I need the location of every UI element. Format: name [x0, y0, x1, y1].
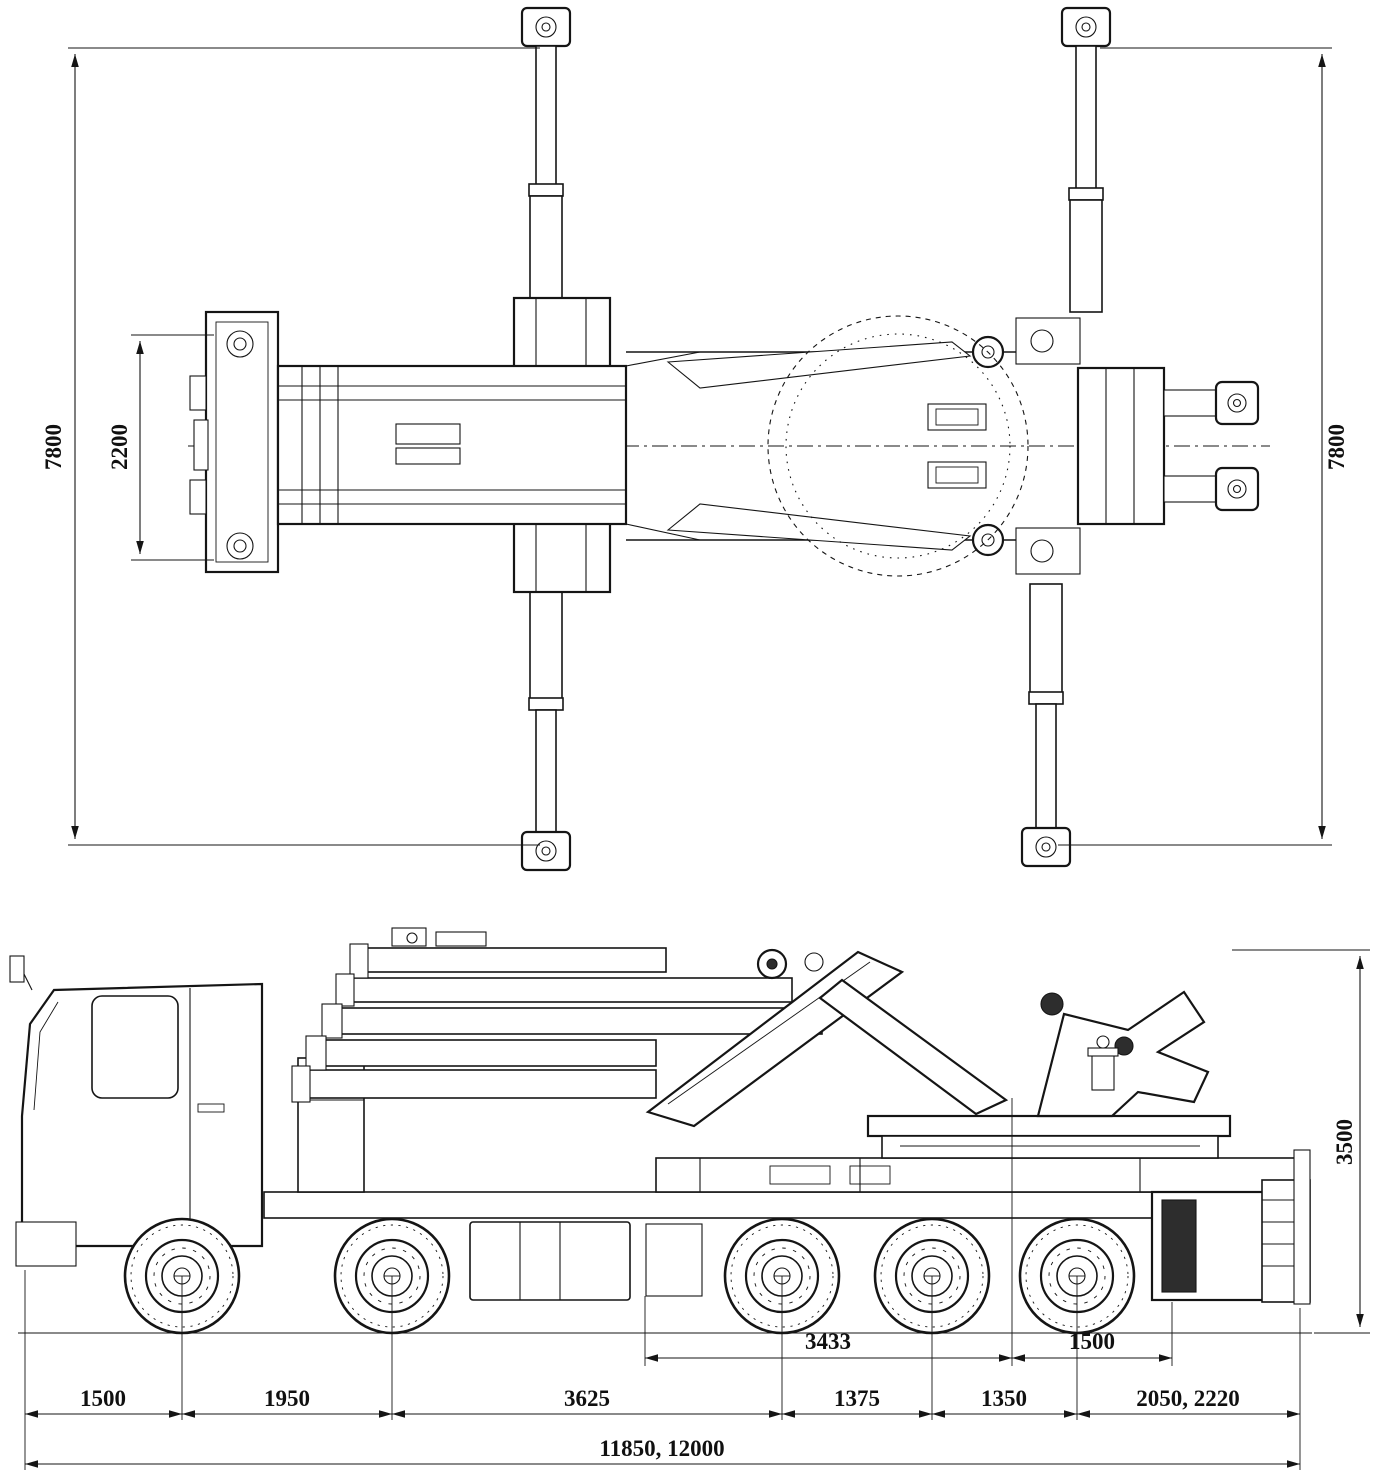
- side-dimensions: 3433 1500 1500 1950 3625 1375 1350 2050,…: [24, 949, 1370, 1470]
- outrigger-rear-right: [1020, 583, 1072, 868]
- dim-height-label: 3500: [1332, 1119, 1357, 1165]
- chassis-rail: [263, 1191, 1309, 1219]
- turntable-circle: [767, 315, 1029, 577]
- dim-overall-length-label: 11850, 12000: [599, 1436, 724, 1461]
- crossbeam-housing-rear: [512, 520, 612, 594]
- chassis-plan: [188, 296, 1270, 594]
- rear-equipment: [1150, 1149, 1311, 1305]
- toolbox: [469, 1221, 631, 1301]
- turret: [866, 990, 1232, 1159]
- outrigger-front-left: [520, 6, 572, 311]
- mirror: [9, 955, 25, 983]
- dim-axle-4-5-label: 1350: [981, 1386, 1027, 1411]
- plan-dimensions: 7800 7800 2200: [41, 47, 1349, 846]
- rear-deck: [655, 1157, 1309, 1193]
- front-block: [1076, 366, 1166, 526]
- dim-front-overhang-label: 1500: [80, 1386, 126, 1411]
- outrigger-rear-left: [520, 581, 572, 872]
- side-view: [9, 927, 1312, 1335]
- boom-diagonal: [645, 948, 1009, 1128]
- boom-stack: [291, 927, 823, 1103]
- dim-3433-label: 3433: [805, 1329, 851, 1354]
- top-view: 7800 7800 2200: [41, 6, 1349, 872]
- dim-1500-rear-label: 1500: [1069, 1329, 1115, 1354]
- dim-rear-overhang-label: 2050, 2220: [1136, 1386, 1240, 1411]
- dim-span-left-label: 7800: [41, 424, 66, 470]
- cab: [9, 955, 264, 1267]
- dim-chassis-width-label: 2200: [107, 424, 132, 470]
- dim-axle-3-4-label: 1375: [834, 1386, 880, 1411]
- front-bumper: [15, 1221, 77, 1267]
- dim-axle-1-2-label: 1950: [264, 1386, 310, 1411]
- rear-plate: [204, 310, 280, 574]
- outrigger-front-right: [1060, 6, 1112, 313]
- crossbeam-housing-front: [512, 296, 612, 370]
- dim-span-right-label: 7800: [1324, 424, 1349, 470]
- dim-axle-2-3-label: 3625: [564, 1386, 610, 1411]
- boom-plan: [276, 364, 628, 526]
- cab-window: [91, 995, 179, 1099]
